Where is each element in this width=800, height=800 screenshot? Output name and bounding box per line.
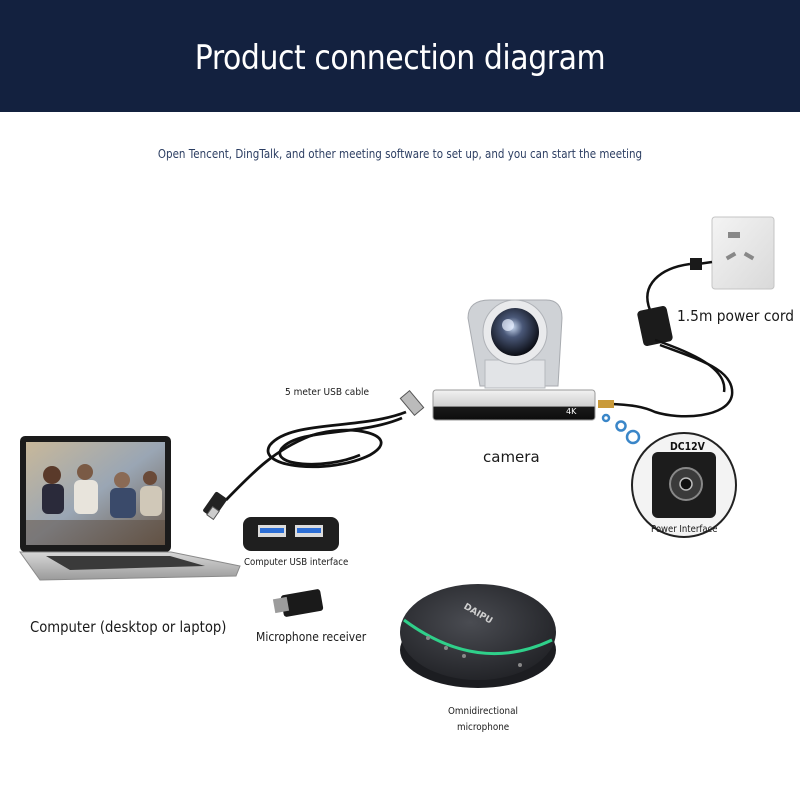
header-banner: Product connection diagram — [0, 0, 800, 112]
usb-interface-closeup — [243, 517, 339, 551]
receiver-label: Microphone receiver — [256, 630, 367, 644]
omnidirectional-label: Omnidirectional — [448, 706, 518, 717]
microphone-label: microphone — [457, 722, 510, 733]
camera-4k-badge: 4K — [566, 407, 577, 416]
dc12v-label: DC12V — [670, 440, 705, 453]
power-cord-label: 1.5m power cord — [677, 307, 795, 325]
usb-interface-label: Computer USB interface — [244, 557, 349, 568]
usb-cable — [203, 390, 425, 521]
power-interface-label: Power Interface — [651, 524, 718, 535]
speakerphone: DAIPU — [400, 584, 556, 688]
page-title: Product connection diagram — [194, 38, 606, 78]
zoom-bubbles — [601, 413, 641, 445]
computer-label: Computer (desktop or laptop) — [30, 618, 227, 636]
power-interface-closeup — [631, 432, 737, 538]
wall-socket — [711, 216, 775, 290]
usb-cable-label: 5 meter USB cable — [285, 387, 370, 398]
subtitle: Open Tencent, DingTalk, and other meetin… — [157, 147, 643, 161]
camera-label: camera — [483, 448, 540, 466]
power-cord — [598, 258, 734, 418]
usb-receiver-dongle — [272, 589, 324, 617]
laptop — [19, 436, 241, 581]
ptz-camera: 4K — [432, 299, 596, 421]
